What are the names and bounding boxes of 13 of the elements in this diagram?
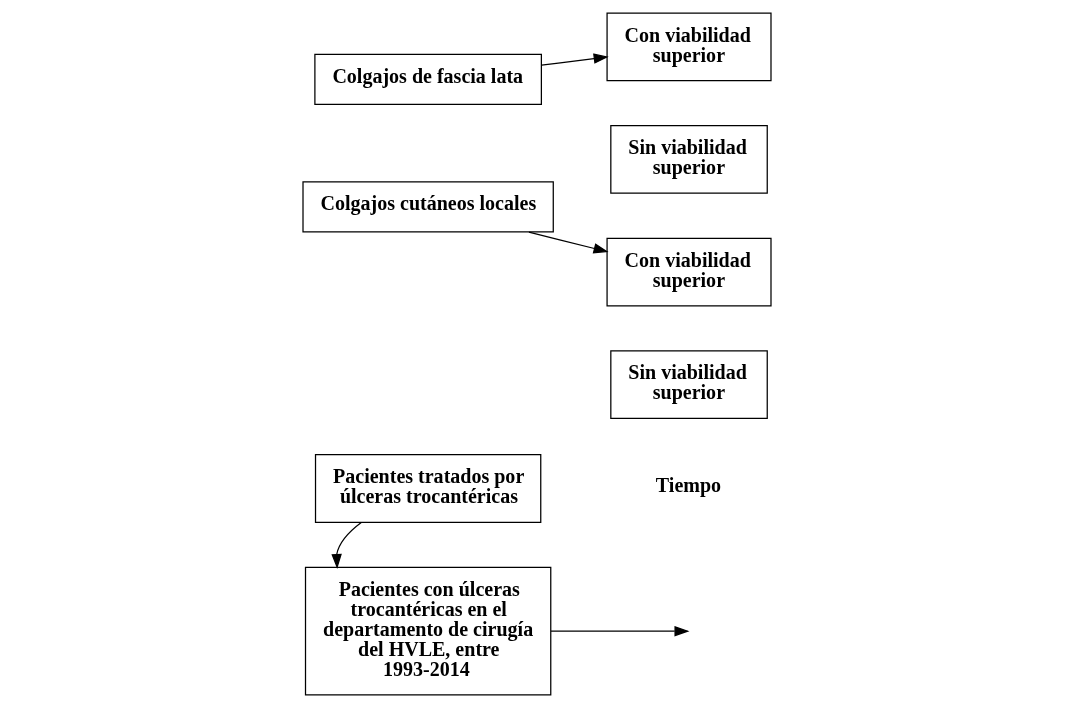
arrow bbox=[528, 231, 609, 254]
node-box: Colgajos de fascia lata bbox=[314, 53, 542, 105]
node-box: Con viabilidad superior bbox=[606, 12, 772, 82]
node-box: Con viabilidad superior bbox=[606, 237, 772, 307]
arrow bbox=[331, 521, 362, 569]
arrow bbox=[540, 53, 609, 66]
node-box: Colgajos cutáneos locales bbox=[302, 181, 554, 233]
label: Tiempo bbox=[655, 474, 722, 497]
node-box: Sin viabilidad superior bbox=[610, 350, 768, 420]
arrow bbox=[550, 625, 690, 637]
node-box: Pacientes tratados por úlceras trocantéricas bbox=[314, 454, 542, 523]
node-box: Sin viabilidad superior bbox=[610, 125, 768, 194]
node-box: Pacientes con úlceras trocantéricas en el departamento de cirugía del HVLE, entre 1993-2014 bbox=[304, 566, 552, 696]
